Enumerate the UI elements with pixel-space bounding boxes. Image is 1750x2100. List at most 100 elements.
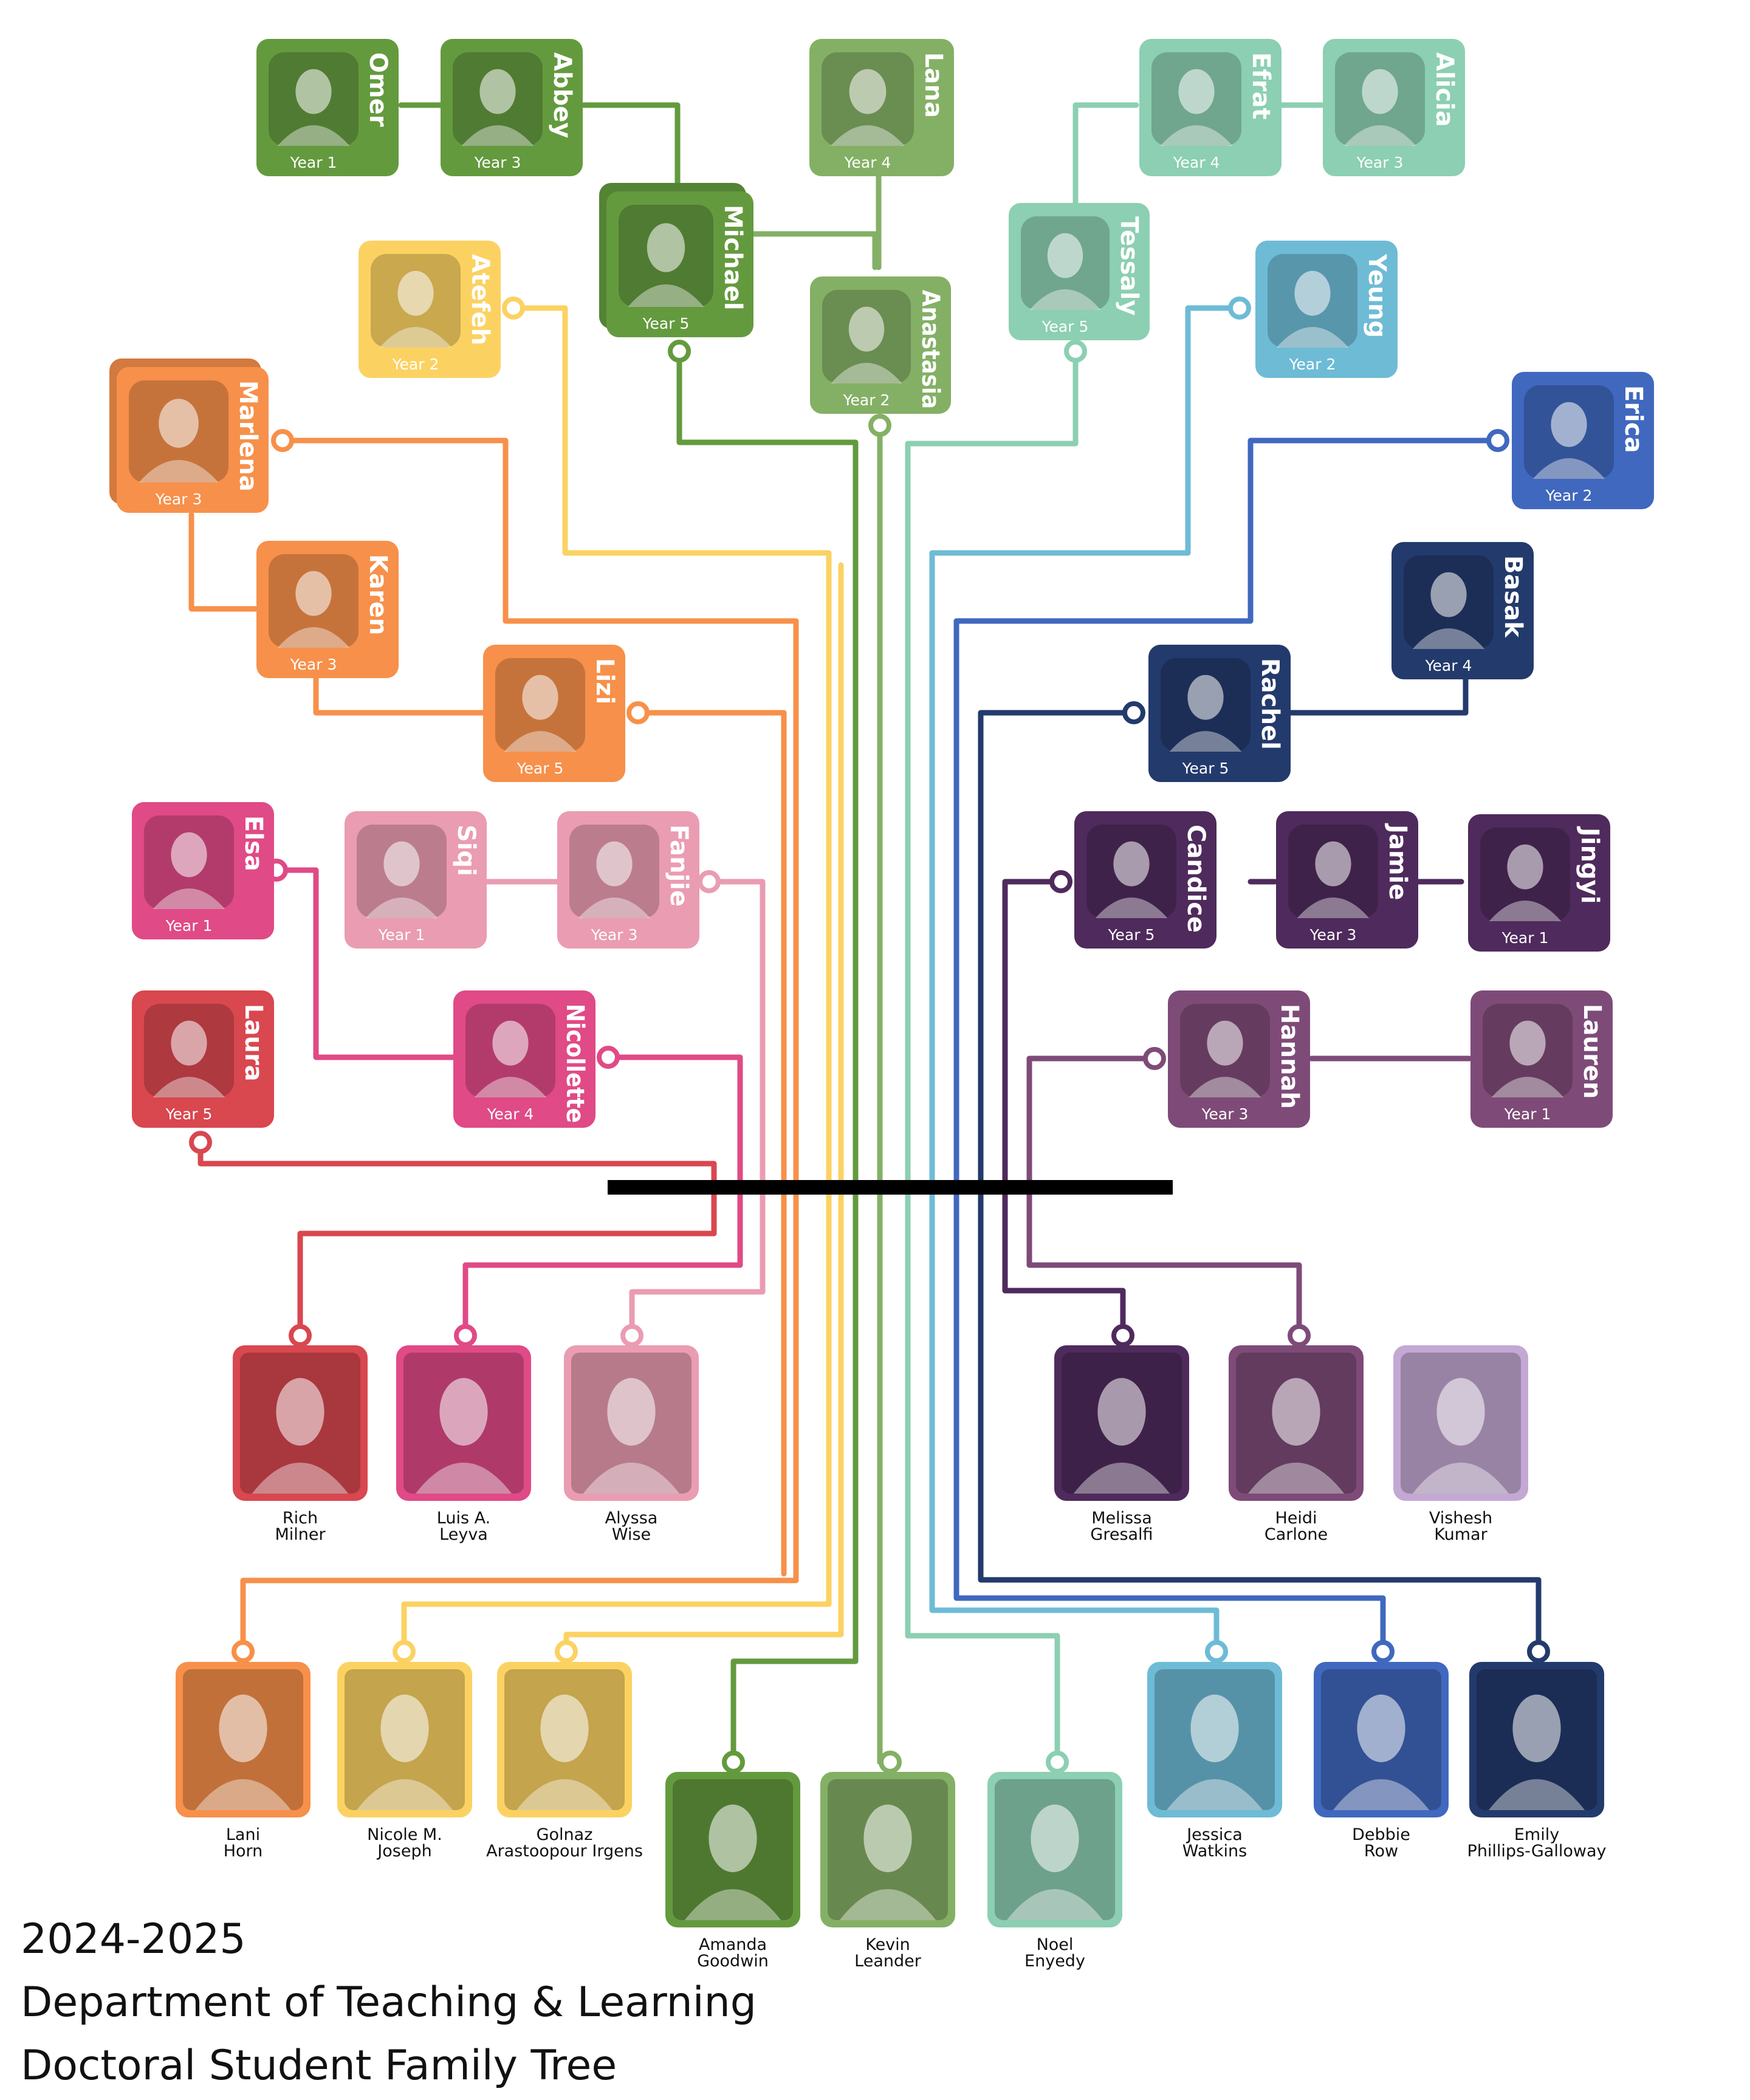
student-year: Year 3 xyxy=(1356,154,1404,171)
student-name: Tessaly xyxy=(1115,216,1143,316)
photo-head xyxy=(1187,674,1224,720)
photo-body xyxy=(153,1077,225,1097)
photo-body xyxy=(1491,1077,1564,1097)
lineage-line xyxy=(953,437,1501,1655)
photo-body xyxy=(684,1889,781,1920)
faculty-card-nicole-m-joseph: Nicole M.Joseph xyxy=(337,1662,472,1861)
title-year: 2024-2025 xyxy=(21,1915,246,1963)
photo-head xyxy=(1509,1020,1546,1066)
student-name: Rachel xyxy=(1256,658,1284,750)
connector-dot xyxy=(555,1640,578,1663)
photo-body xyxy=(1073,1462,1170,1494)
student-name: Erica xyxy=(1619,385,1647,453)
student-name: Jamie xyxy=(1384,823,1412,900)
faculty-last-name: Leyva xyxy=(439,1525,488,1544)
lineage-line xyxy=(273,867,459,1060)
photo-body xyxy=(1029,289,1101,310)
photo-head xyxy=(171,1020,207,1066)
student-year: Year 3 xyxy=(290,656,337,673)
student-year: Year 3 xyxy=(591,926,638,944)
connector-dot xyxy=(1371,1640,1395,1663)
title-department: Department of Teaching & Learning xyxy=(21,1978,757,2026)
photo-body xyxy=(1169,731,1242,752)
lineage-line xyxy=(1072,102,1139,206)
connector-dot xyxy=(1228,297,1251,320)
faculty-first-name: Amanda xyxy=(699,1935,767,1954)
student-name: Michael xyxy=(719,205,747,311)
connector-dot xyxy=(879,1751,902,1774)
student-name: Anastasia xyxy=(916,290,944,409)
connector-dot xyxy=(626,701,650,724)
student-year: Year 1 xyxy=(1504,1105,1551,1123)
photo-body xyxy=(1488,1779,1585,1810)
student-year: Year 1 xyxy=(378,926,425,944)
photo-body xyxy=(1160,125,1233,146)
photo-body xyxy=(504,731,577,752)
photo-body xyxy=(194,1779,292,1810)
student-year: Year 5 xyxy=(1041,318,1089,335)
student-year: Year 2 xyxy=(392,355,439,373)
photo-body xyxy=(1412,1462,1509,1494)
faculty-first-name: Vishesh xyxy=(1429,1509,1492,1528)
photo-head xyxy=(397,270,434,316)
photo-body xyxy=(1276,327,1349,348)
photo-body xyxy=(583,1462,680,1494)
faculty-first-name: Lani xyxy=(226,1825,260,1844)
photo-head xyxy=(1551,402,1587,447)
divider-bar xyxy=(608,1180,1173,1195)
student-name: Basak xyxy=(1499,555,1527,638)
faculty-first-name: Melissa xyxy=(1091,1509,1152,1528)
photo-body xyxy=(277,125,350,146)
photo-body xyxy=(1006,1889,1103,1920)
student-name: Marlena xyxy=(234,380,262,492)
student-name: Siqi xyxy=(452,825,480,876)
photo-head xyxy=(522,674,558,720)
photo-head xyxy=(1031,1804,1079,1873)
faculty-first-name: Rich xyxy=(283,1509,318,1528)
photo-body xyxy=(474,1077,547,1097)
faculty-last-name: Milner xyxy=(275,1525,326,1544)
student-year: Year 2 xyxy=(1289,355,1336,373)
faculty-last-name: Enyedy xyxy=(1024,1952,1085,1971)
student-year: Year 3 xyxy=(155,490,202,508)
photo-head xyxy=(1362,69,1398,114)
student-name: Efrat xyxy=(1247,52,1275,120)
connector-dot xyxy=(868,414,891,437)
lineage-line xyxy=(197,1139,717,1339)
faculty-first-name: Alyssa xyxy=(605,1509,658,1528)
photo-body xyxy=(1333,1779,1430,1810)
photo-body xyxy=(365,897,438,918)
connector-dot xyxy=(271,429,294,452)
student-name: Elsa xyxy=(239,815,267,871)
student-name: Atefeh xyxy=(466,254,494,345)
photo-body xyxy=(1166,1779,1263,1810)
photo-body xyxy=(1189,1077,1261,1097)
connector-circles xyxy=(189,297,1550,1774)
title-block: 2024-2025 Department of Teaching & Learn… xyxy=(21,1908,757,2098)
photo-body xyxy=(1532,458,1605,479)
connector-dot xyxy=(232,1640,255,1663)
student-year: Year 4 xyxy=(487,1105,534,1123)
faculty-first-name: Emily xyxy=(1514,1825,1559,1844)
photo-body xyxy=(356,1779,453,1810)
photo-head xyxy=(540,1694,589,1763)
lineage-line xyxy=(1285,674,1469,716)
photo-head xyxy=(596,841,633,887)
lineage-line xyxy=(401,305,832,1655)
photo-head xyxy=(1190,1694,1239,1763)
photo-head xyxy=(1294,270,1331,316)
student-card-atefeh: Year 2 Atefeh xyxy=(359,241,501,378)
photo-head xyxy=(1097,1378,1146,1446)
faculty-last-name: Leander xyxy=(854,1952,922,1971)
